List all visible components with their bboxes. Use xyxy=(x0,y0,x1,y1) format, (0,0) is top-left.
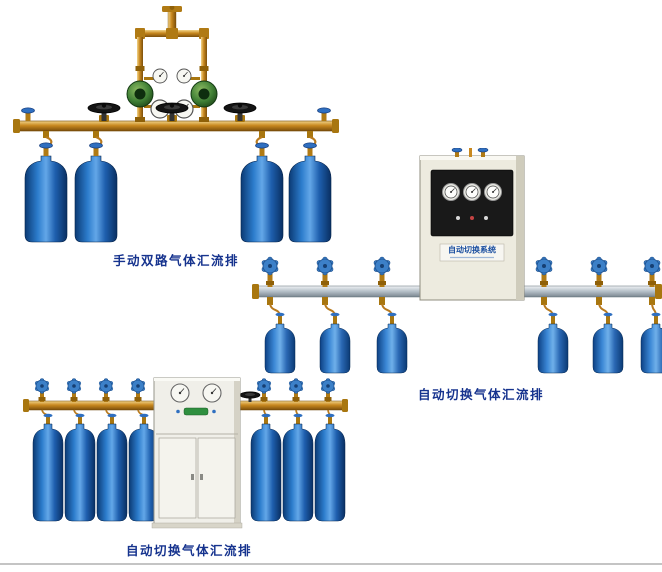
gauge-icon xyxy=(463,183,481,201)
valve-handwheel-icon xyxy=(288,378,304,402)
valve-handwheel-icon xyxy=(643,256,661,287)
gauge-icon xyxy=(484,183,502,201)
gas-cylinder xyxy=(24,142,68,243)
valve-handwheel-icon xyxy=(34,378,50,402)
end-valve-icon xyxy=(21,107,35,122)
shutoff-valve-handwheel xyxy=(223,102,257,122)
page-bottom-rule xyxy=(0,563,662,565)
valve-handwheel-icon xyxy=(590,256,608,287)
caption-manual-dual: 手动双路气体汇流排 xyxy=(112,253,239,268)
valve-handwheel-icon xyxy=(261,256,279,287)
valve-handwheel-icon xyxy=(130,378,146,402)
pressure-regulator-left xyxy=(126,68,170,119)
control-cabinet: 自动切换系统 xyxy=(419,155,525,301)
cylinder-valves-row xyxy=(261,256,661,287)
cylinder-valves-row xyxy=(34,378,336,402)
indicator-light xyxy=(176,409,180,414)
gas-cylinder xyxy=(282,413,314,522)
auto-switch-manifold-illustration: 自动切换系统 xyxy=(252,148,662,374)
indicator-light xyxy=(484,216,488,220)
gas-cylinder xyxy=(250,413,282,522)
caption-auto-switch-right: 自动切换气体汇流排 xyxy=(417,387,544,402)
cabinet-door xyxy=(197,437,236,519)
valve-handwheel-icon xyxy=(535,256,553,287)
status-label xyxy=(183,407,209,416)
gas-cylinder xyxy=(74,142,118,243)
gauge-icon xyxy=(170,383,190,403)
cabinet-label: 自动切换系统 xyxy=(448,245,496,255)
valve-handwheel-icon xyxy=(66,378,82,402)
indicator-light xyxy=(212,409,216,414)
valve-handwheel-icon xyxy=(373,256,391,287)
valve-handwheel-icon xyxy=(256,378,272,402)
gauge-icon xyxy=(442,183,460,201)
valve-handle-icon xyxy=(477,148,489,153)
gauge-icon xyxy=(176,68,192,84)
gauge-icon xyxy=(202,383,222,403)
gas-cylinder xyxy=(128,413,160,522)
shutoff-valve-handwheel xyxy=(155,102,189,122)
gauge-icon xyxy=(152,68,168,84)
valve-handle-icon xyxy=(451,148,463,153)
valve-handwheel-icon xyxy=(98,378,114,402)
gas-cylinder xyxy=(592,312,624,374)
figure-auto-switch-manifold-bottom: 自动切换气体汇流排 xyxy=(12,376,352,559)
gas-cylinders-tall xyxy=(32,413,346,522)
auto-switch-manifold-bottom-illustration xyxy=(23,377,348,529)
gas-cylinder xyxy=(64,413,96,522)
gas-cylinder xyxy=(319,312,351,374)
figure-manual-dual-manifold: 手动双路气体汇流排 xyxy=(8,6,344,269)
gas-cylinder xyxy=(537,312,569,374)
valve-handwheel-icon xyxy=(320,378,336,402)
gas-cylinder xyxy=(32,413,64,522)
gas-cylinder xyxy=(264,312,296,374)
control-cabinet xyxy=(151,377,243,529)
gas-cylinder xyxy=(96,413,128,522)
shutoff-valve-handwheel xyxy=(87,102,121,122)
indicator-light xyxy=(470,216,474,220)
valve-handwheel-icon xyxy=(316,256,334,287)
indicator-light xyxy=(456,216,460,220)
gas-cylinder xyxy=(640,312,662,374)
end-valve-icon xyxy=(317,107,331,122)
pigtail-hoses xyxy=(43,131,317,148)
caption-auto-switch-bottom: 自动切换气体汇流排 xyxy=(125,543,252,558)
gas-cylinder xyxy=(376,312,408,374)
figure-auto-switch-manifold-right: 自动切换系统 自动切换气体汇流排 xyxy=(252,148,662,403)
cabinet-top-valves xyxy=(451,148,489,157)
pressure-regulator-right xyxy=(174,68,218,119)
cabinet-door xyxy=(158,437,197,519)
gas-cylinders-small xyxy=(264,312,662,374)
shutoff-valve-handwheel xyxy=(239,391,261,402)
manual-dual-manifold-illustration xyxy=(13,6,339,243)
gas-cylinder xyxy=(314,413,346,522)
